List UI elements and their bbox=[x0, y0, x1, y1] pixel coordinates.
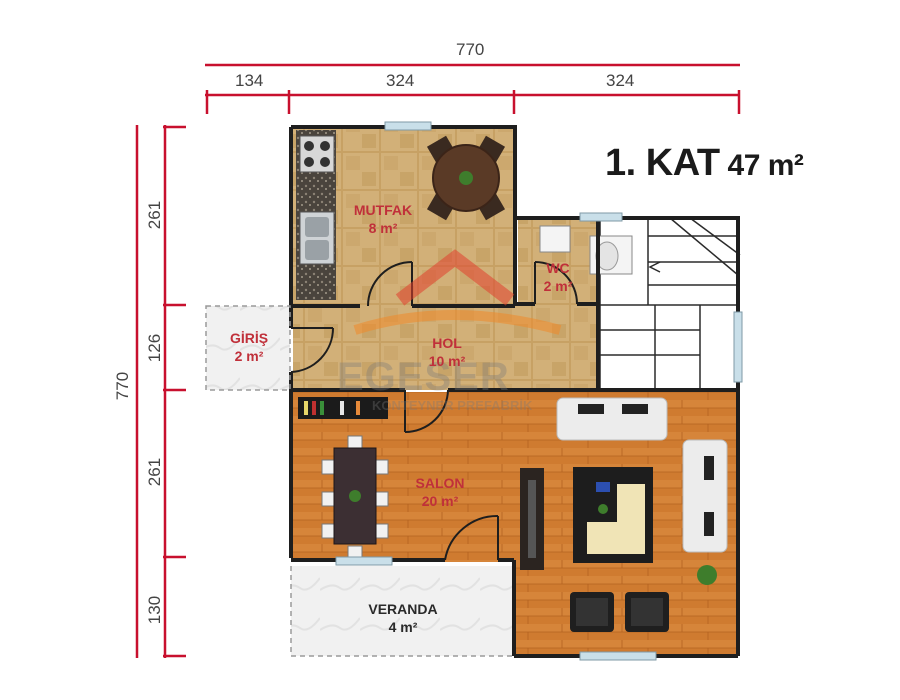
veranda-floor bbox=[291, 566, 513, 656]
watermark-brand: EGESER bbox=[337, 355, 510, 399]
left-dimension-3: 261 bbox=[145, 457, 164, 487]
windows bbox=[335, 121, 743, 661]
top-dimension-2: 324 bbox=[386, 71, 415, 90]
stove bbox=[299, 135, 335, 173]
room-label-salon: SALON 20 m² bbox=[400, 474, 480, 510]
left-dimension-lines bbox=[135, 125, 186, 658]
room-area: 2 m² bbox=[234, 348, 264, 364]
room-area: 2 m² bbox=[543, 278, 573, 294]
left-dimension-4: 130 bbox=[145, 595, 164, 625]
tv-unit bbox=[520, 468, 544, 570]
salon-dining-table bbox=[321, 435, 389, 559]
room-label-wc: WC 2 m² bbox=[528, 259, 588, 295]
top-dimension-1: 134 bbox=[235, 71, 264, 90]
room-name: GİRİŞ bbox=[229, 330, 269, 346]
sink bbox=[299, 211, 335, 265]
top-total-dimension: 770 bbox=[456, 40, 485, 59]
room-label-veranda: VERANDA 4 m² bbox=[348, 600, 458, 636]
room-label-hol: HOL 10 m² bbox=[412, 334, 482, 370]
entrance-floor bbox=[206, 306, 290, 390]
room-label-giris: GİRİŞ 2 m² bbox=[214, 329, 284, 365]
room-area: 10 m² bbox=[428, 353, 466, 369]
left-dimension-1: 261 bbox=[145, 200, 164, 230]
room-area: 20 m² bbox=[421, 493, 459, 509]
room-name: VERANDA bbox=[368, 601, 438, 617]
floor-label: 1. KAT bbox=[605, 142, 720, 184]
watermark-sub: KONTEYNER PREFABRİK bbox=[372, 398, 533, 413]
floor-area: 47 m² bbox=[727, 149, 804, 182]
room-area: 8 m² bbox=[368, 220, 398, 236]
sofa-right bbox=[682, 439, 728, 553]
armchairs bbox=[570, 592, 669, 632]
coffee-table bbox=[573, 467, 653, 563]
brand-logo-mark bbox=[353, 249, 562, 335]
left-total-dimension: 770 bbox=[113, 371, 132, 401]
bookshelf bbox=[298, 397, 388, 419]
plant bbox=[697, 565, 717, 585]
dashed-outlines bbox=[205, 305, 512, 657]
room-name: SALON bbox=[415, 475, 465, 491]
kitchen-dining-table bbox=[426, 135, 506, 221]
top-dimension-lines bbox=[205, 63, 741, 114]
left-dimension-2: 126 bbox=[145, 333, 164, 363]
room-name: MUTFAK bbox=[353, 202, 413, 218]
room-label-mutfak: MUTFAK 8 m² bbox=[338, 201, 428, 237]
wc-fixtures bbox=[539, 225, 633, 275]
room-area: 4 m² bbox=[388, 619, 418, 635]
room-name: HOL bbox=[432, 335, 462, 351]
sofa-top bbox=[556, 397, 668, 441]
room-name: WC bbox=[546, 260, 570, 276]
top-dimension-3: 324 bbox=[606, 71, 635, 90]
